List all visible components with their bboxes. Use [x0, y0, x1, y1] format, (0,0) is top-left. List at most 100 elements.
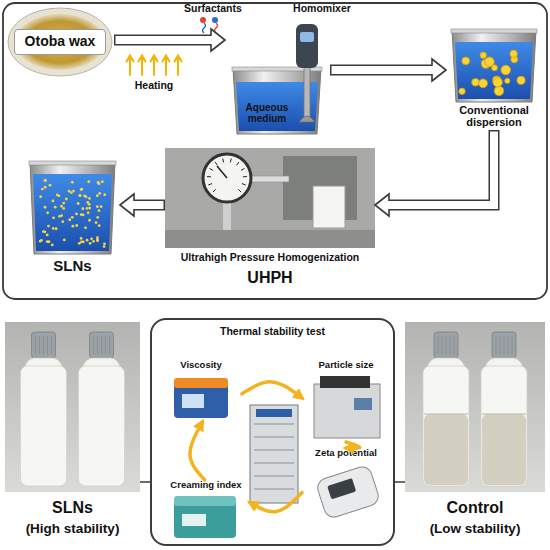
- lipid-particle: [95, 221, 98, 224]
- mixer-blade-guard: [299, 116, 315, 122]
- lipid-particle: [87, 211, 90, 214]
- lipid-particle: [68, 218, 71, 221]
- node-label: Ultrahigh Pressure Homogenization: [165, 252, 375, 264]
- connector: [114, 29, 225, 51]
- lipid-particle: [49, 184, 52, 187]
- arrow-fill: [116, 36, 214, 44]
- lipid-particle: [103, 245, 106, 248]
- node-label: Zeta potential: [302, 448, 390, 459]
- gauge-tick: [237, 162, 239, 165]
- connector: [120, 194, 165, 216]
- instrument: Viscosity: [160, 360, 242, 422]
- node-label: (Low stability): [405, 521, 545, 536]
- lipid-particle: [44, 179, 47, 182]
- bottle-body: [79, 366, 125, 486]
- gauge-tick: [213, 189, 216, 192]
- lipid-particle: [79, 194, 82, 197]
- lipid-particle: [459, 88, 465, 94]
- cycle-arrow: [346, 442, 360, 448]
- arrow-fill: [332, 66, 435, 74]
- bottle-body: [481, 366, 527, 486]
- chamber-display: [256, 409, 292, 417]
- gauge-tick: [238, 189, 241, 192]
- node-label: SLNs: [25, 258, 120, 275]
- lipid-particle: [101, 180, 104, 183]
- connector: [375, 130, 494, 216]
- gauge-tick: [208, 184, 212, 185]
- lipid-particle: [71, 216, 74, 219]
- zeta-analyzer: [315, 464, 381, 519]
- support-rod: [223, 200, 231, 232]
- lipid-particle: [75, 213, 78, 216]
- lipid-particle: [492, 65, 498, 71]
- lipid-particle: [77, 202, 80, 205]
- gauge-tick: [243, 176, 247, 177]
- lipid-particle: [43, 230, 46, 233]
- gauge-tick: [209, 168, 213, 170]
- stability-chamber: [250, 405, 298, 503]
- cap-ridges: [94, 336, 110, 354]
- lipid-particle: [98, 192, 101, 195]
- cap-ridges: [496, 336, 512, 354]
- lipid-particle: [80, 237, 83, 240]
- lipid-particle: [52, 216, 55, 219]
- bottle-body: [21, 366, 67, 486]
- lipid-particle: [58, 215, 61, 218]
- surfactant-tail: [203, 23, 206, 33]
- lipid-particle: [54, 206, 57, 209]
- chamber-shelf: [254, 476, 294, 477]
- sln-beaker: SLNs: [25, 160, 120, 280]
- lipid-particle: [44, 206, 47, 209]
- lipid-particle: [60, 205, 63, 208]
- lipid-particle: [78, 242, 81, 245]
- lipid-particle: [63, 239, 66, 242]
- annotation-label: Surfactants: [172, 3, 254, 15]
- cap-ridges: [36, 336, 52, 354]
- beaker-rim: [451, 29, 537, 33]
- centrifuge-lid: [174, 496, 236, 506]
- lipid-particle: [510, 50, 518, 58]
- node-label: Conventional dispersion: [446, 104, 542, 129]
- beaker-liquid: [33, 174, 112, 251]
- lipid-particle: [82, 214, 85, 217]
- lipid-particle: [493, 78, 502, 87]
- node-label: Thermal stability test: [152, 326, 393, 338]
- node-label: Otoba wax: [14, 29, 106, 55]
- mixer-shaft: [304, 62, 310, 118]
- gauge-tick: [215, 162, 217, 165]
- node-illustration: [302, 360, 390, 442]
- phase-boundary: [482, 414, 526, 415]
- node-label: Viscosity: [160, 360, 242, 371]
- connector: [242, 382, 302, 398]
- connector: [330, 59, 446, 81]
- material-jar: Otoba wax: [6, 4, 114, 78]
- chamber-shelf: [254, 489, 294, 490]
- test-panel: Thermal stability testViscosityParticle …: [150, 318, 395, 546]
- lipid-particle: [505, 78, 510, 83]
- lipid-particle: [55, 227, 58, 230]
- lipid-particle: [81, 207, 84, 210]
- lipid-particle: [62, 202, 65, 205]
- bath-window: [182, 394, 204, 408]
- node-label: (High stability): [5, 521, 140, 536]
- pipe: [249, 176, 289, 182]
- arrow-outline: [114, 35, 211, 46]
- instrument: Zeta potential: [302, 448, 390, 520]
- cycle-arrow: [250, 492, 302, 511]
- bottle-cap: [90, 332, 114, 358]
- lipid-particle: [480, 52, 486, 58]
- arrow-head: [211, 29, 225, 51]
- photo-background: [165, 148, 375, 248]
- analyzer-body: [314, 384, 380, 438]
- connector: [346, 442, 360, 448]
- lipid-particle: [75, 224, 78, 227]
- lipid-particle: [44, 186, 47, 189]
- lipid-particle: [52, 227, 55, 230]
- node-label: Control: [405, 499, 545, 517]
- bottle-cap: [32, 332, 56, 358]
- dispersion-beaker: Conventional dispersion: [446, 28, 542, 130]
- heat-arrows: [127, 56, 182, 76]
- connector: [140, 482, 150, 483]
- mixer-button: [300, 32, 314, 42]
- lipid-particle: [71, 225, 74, 228]
